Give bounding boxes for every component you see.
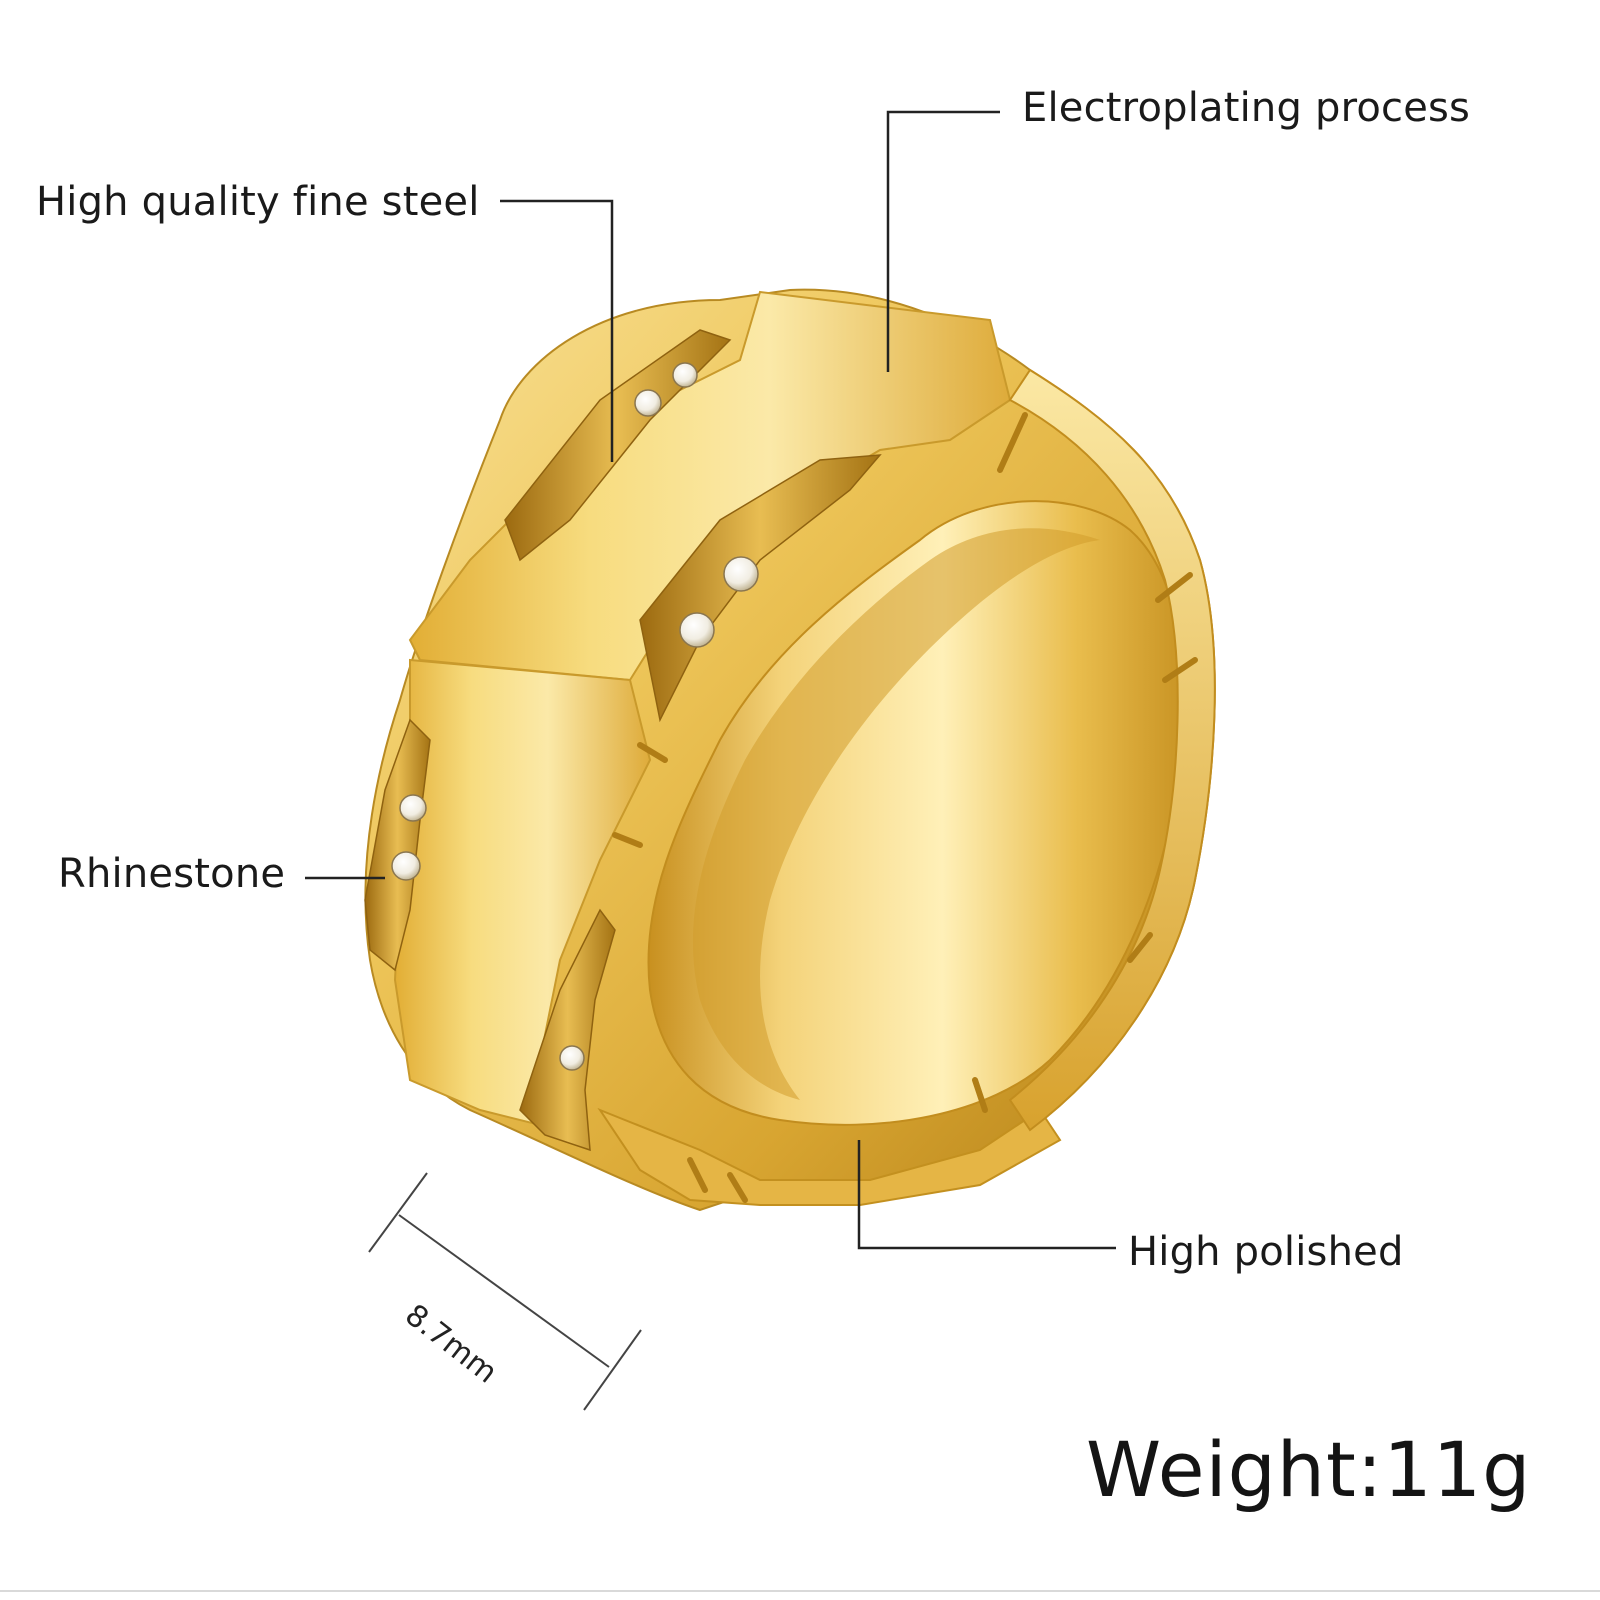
ring-inner-surface	[647, 500, 1184, 1126]
callout-label-rhinestone: Rhinestone	[58, 851, 286, 897]
rhinestone-2	[672, 362, 698, 388]
callout-label-steel: High quality fine steel	[36, 179, 480, 225]
stone-channel-middle	[639, 454, 882, 723]
rhinestone-1	[634, 389, 662, 417]
ring-body	[364, 288, 1216, 1212]
callout-line-electroplating	[886, 110, 1000, 372]
ring-right-edge	[1008, 368, 1216, 1132]
dimension-marker	[368, 1172, 642, 1411]
callout-line-polished	[857, 1140, 1116, 1250]
callout-lines	[305, 110, 1116, 1250]
rhinestone-7	[559, 1045, 585, 1071]
segment-notches	[612, 412, 1198, 1203]
rhinestone-5	[399, 794, 427, 822]
stone-channel-left	[364, 718, 431, 972]
rhinestone-6	[391, 851, 421, 881]
ring-inner-shadow	[692, 528, 1100, 1100]
rhinestone-4	[679, 612, 715, 648]
callout-line-steel	[500, 199, 614, 462]
bottom-divider	[0, 1590, 1600, 1592]
dimension-tick-start	[368, 1172, 428, 1253]
dimension-line	[398, 1214, 610, 1368]
ring-bottom-plate	[597, 1107, 1062, 1206]
weight-label: Weight:11g	[1086, 1425, 1532, 1514]
callout-label-polished: High polished	[1128, 1229, 1404, 1275]
stone-channel-bottom	[519, 908, 616, 1152]
callout-label-electroplating: Electroplating process	[1022, 85, 1471, 131]
dimension-tick-end	[583, 1329, 642, 1411]
rhinestone-3	[723, 556, 759, 592]
